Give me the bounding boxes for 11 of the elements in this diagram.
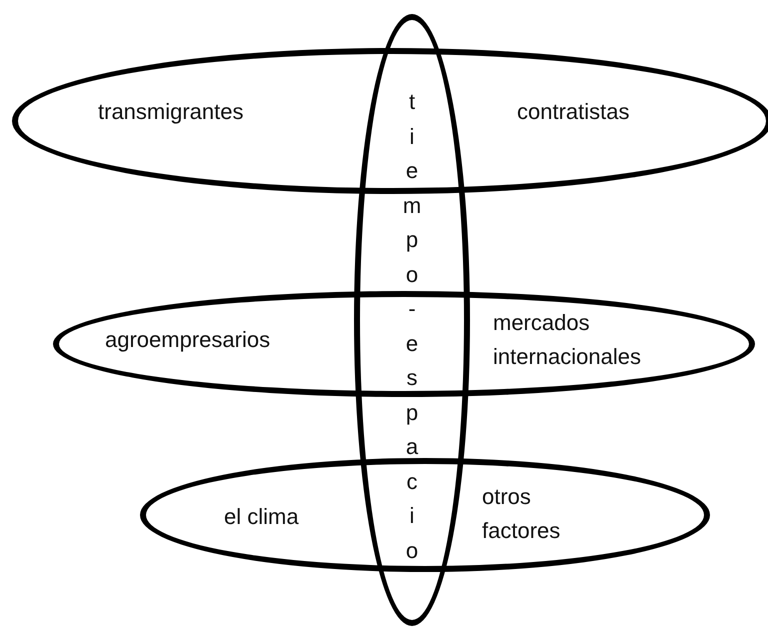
vertical-label: tiempo-espacio — [402, 88, 422, 564]
ellipse-shape — [53, 291, 755, 397]
ellipse-shape — [140, 458, 710, 572]
ellipse-label: el clima — [224, 503, 299, 531]
ellipse-shape — [354, 14, 470, 626]
ellipse-shape — [12, 48, 768, 194]
ellipse-label: agroempresarios — [105, 326, 270, 354]
ellipse-label: otros factores — [482, 483, 562, 545]
ellipse-label: transmigrantes — [98, 98, 244, 126]
ellipse-label: contratistas — [517, 98, 630, 126]
ellipse-label: mercados internacionales — [493, 309, 642, 371]
